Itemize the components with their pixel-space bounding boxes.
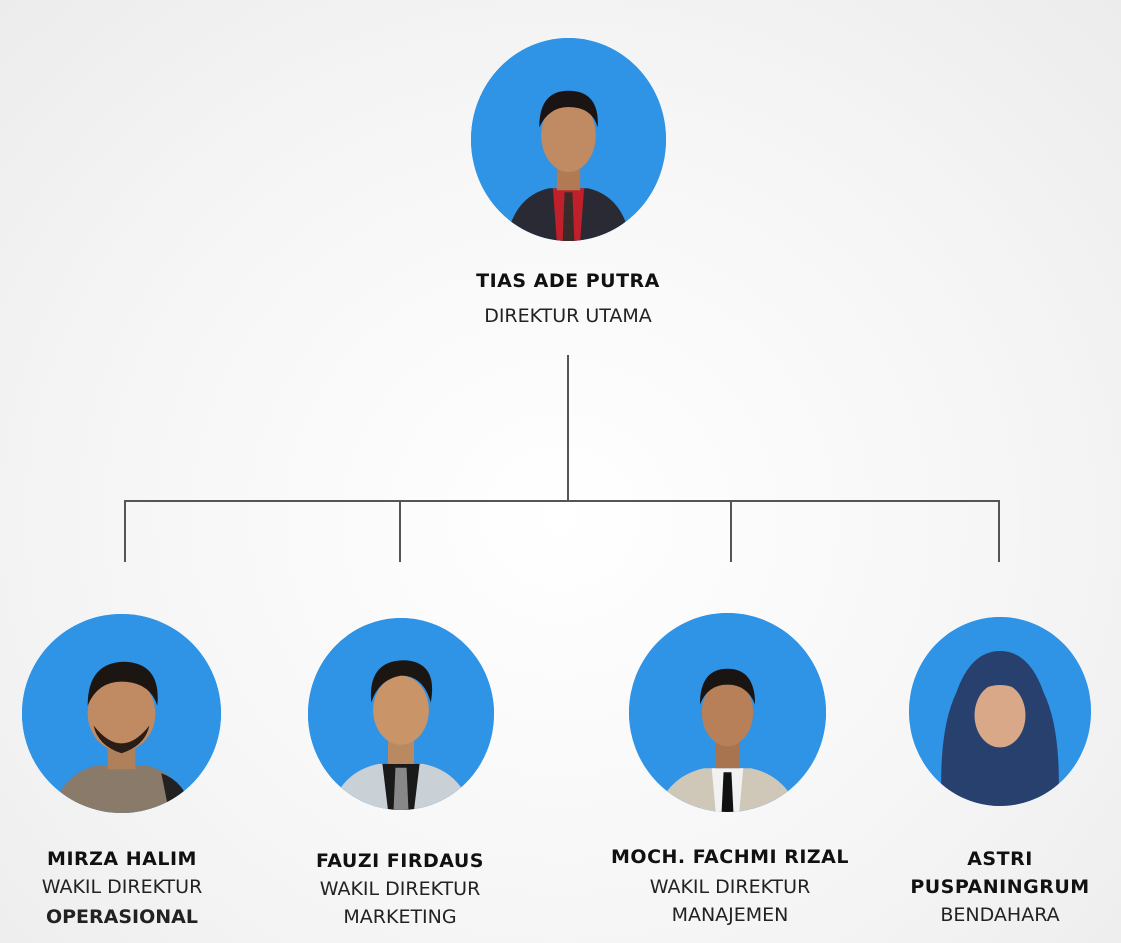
member-4-role: BENDAHARA (940, 904, 1060, 926)
member-2-role-line2: MARKETING (343, 906, 457, 928)
member-2-name: FAUZI FIRDAUS (316, 850, 484, 872)
connector-drop-2 (399, 500, 401, 562)
member-1-role-line2: OPERASIONAL (45, 906, 198, 928)
avatar-member-3 (629, 613, 826, 812)
avatar-member-1 (22, 614, 221, 813)
member-3-name: MOCH. FACHMI RIZAL (611, 846, 849, 868)
avatar-member-4 (909, 617, 1091, 806)
member-1-name: MIRZA HALIM (47, 848, 197, 870)
member-2-role-line1: WAKIL DIREKTUR (319, 878, 481, 900)
connector-drop-3 (730, 500, 732, 562)
connector-drop-4 (998, 500, 1000, 562)
member-3-role-line2: MANAJEMEN (671, 904, 789, 926)
connector-drop-1 (124, 500, 126, 562)
connector-horizontal (124, 500, 1000, 502)
director-role: DIREKTUR UTAMA (484, 305, 652, 327)
member-1-role-line1: WAKIL DIREKTUR (41, 876, 203, 898)
connector-top-vertical (567, 355, 569, 501)
member-4-name-line2: PUSPANINGRUM (910, 876, 1090, 898)
director-name: TIAS ADE PUTRA (476, 270, 660, 292)
member-4-name-line1: ASTRI (967, 848, 1033, 870)
avatar-director (471, 38, 666, 241)
avatar-member-2 (308, 618, 494, 810)
member-3-role-line1: WAKIL DIREKTUR (649, 876, 811, 898)
